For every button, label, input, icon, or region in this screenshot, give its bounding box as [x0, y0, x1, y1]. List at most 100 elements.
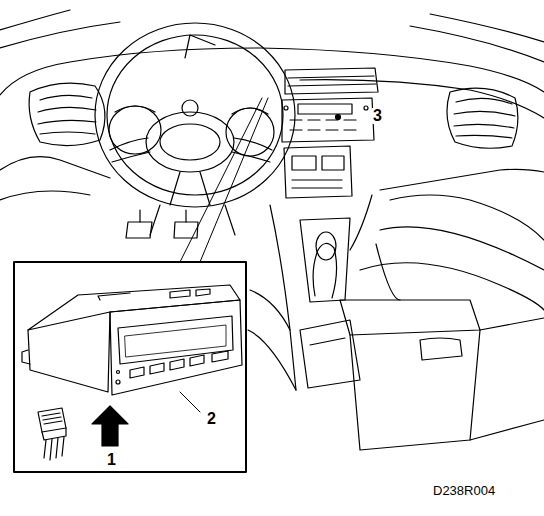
line-art [480, 318, 544, 330]
information-display-unit [22, 285, 242, 412]
line-art [420, 338, 462, 360]
line-art [0, 10, 70, 30]
line-art [225, 205, 235, 235]
line-art [316, 232, 336, 260]
line-art [300, 320, 360, 388]
line-art [42, 428, 66, 440]
line-art [182, 100, 198, 116]
line-art [364, 106, 368, 110]
line-art [250, 290, 290, 330]
line-art [92, 406, 128, 446]
line-art [0, 191, 90, 200]
line-art [380, 227, 544, 270]
callout-number: 2 [206, 411, 217, 427]
line-art [200, 98, 268, 262]
callout-point [336, 115, 341, 120]
line-art [456, 98, 512, 104]
line-art [390, 195, 544, 240]
line-art [38, 408, 66, 432]
line-art [248, 330, 296, 390]
drawing-code: D238R004 [432, 484, 496, 497]
line-art [470, 420, 544, 440]
line-art [117, 371, 120, 374]
line-art [22, 350, 30, 364]
line-art [200, 172, 210, 205]
callout-number: 1 [106, 452, 117, 468]
line-art [288, 84, 376, 86]
line-art [285, 68, 378, 94]
line-art [109, 106, 161, 154]
line-art [292, 156, 316, 170]
line-art [185, 35, 215, 58]
line-art [376, 244, 400, 300]
line-art [40, 95, 92, 100]
line-art [0, 22, 120, 48]
line-art [130, 351, 228, 378]
line-art [360, 263, 544, 310]
steering-column-and-pedals [126, 205, 235, 238]
line-art [112, 152, 150, 162]
line-art [298, 104, 352, 114]
line-art [447, 88, 518, 148]
line-art [0, 48, 544, 95]
line-art [454, 111, 515, 116]
line-art [180, 98, 262, 262]
line-art [160, 124, 220, 160]
line-art [284, 146, 352, 198]
steering-wheel [95, 23, 295, 207]
line-art [42, 413, 62, 424]
line-art [380, 169, 544, 190]
line-art [115, 106, 155, 112]
line-art [234, 138, 272, 150]
line-art [0, 157, 110, 178]
inset-frame [14, 98, 268, 472]
line-art [170, 289, 210, 298]
line-art [288, 76, 374, 78]
line-art [140, 210, 186, 222]
seat [248, 195, 544, 450]
line-art [430, 14, 544, 42]
windscreen-pillars [0, 10, 544, 62]
line-art [38, 107, 96, 112]
line-art [174, 222, 198, 238]
line-art [322, 156, 344, 170]
line-art [180, 392, 200, 412]
line-art [290, 120, 356, 130]
line-art [350, 195, 372, 250]
callout-number: 3 [372, 108, 383, 124]
line-art [126, 222, 152, 238]
direction-arrow [92, 406, 128, 446]
connector-plug [38, 408, 66, 460]
line-art [110, 300, 242, 395]
line-art [410, 26, 544, 62]
line-art [29, 83, 105, 145]
line-art [28, 285, 240, 330]
line-art [292, 180, 342, 188]
line-art [456, 135, 512, 138]
line-art [170, 172, 180, 205]
line-art [300, 218, 350, 302]
dashboard [0, 48, 544, 200]
line-art [40, 132, 95, 134]
line-art [350, 330, 480, 450]
line-art [118, 316, 233, 364]
line-art [284, 106, 288, 110]
line-art [116, 380, 120, 384]
line-art [38, 120, 96, 124]
line-art [282, 98, 374, 142]
line-art [454, 124, 514, 128]
line-art [232, 152, 270, 162]
line-art [146, 112, 234, 172]
line-art [28, 312, 110, 392]
centre-console [270, 195, 372, 390]
line-art [270, 205, 296, 390]
line-art [310, 338, 345, 345]
line-art [95, 23, 295, 207]
line-art [98, 293, 130, 300]
line-art [107, 35, 283, 195]
line-art [110, 138, 148, 150]
line-art [125, 325, 226, 357]
line-art [340, 300, 480, 335]
line-art [14, 262, 246, 472]
